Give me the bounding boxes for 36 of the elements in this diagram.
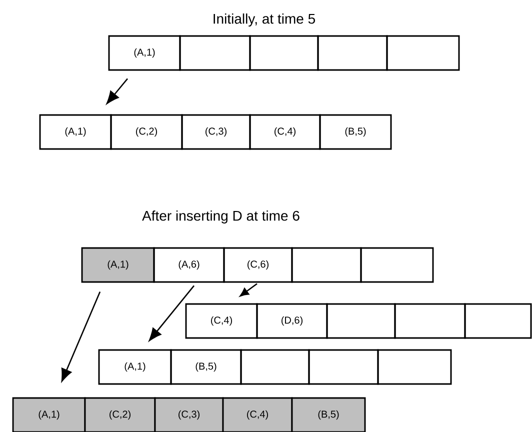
array-cell: (C,4): [185, 303, 258, 339]
array-cell: (B,5): [170, 349, 242, 385]
empty-cell: [360, 247, 434, 283]
empty-cell: [377, 349, 452, 385]
array-cell: (B,5): [291, 397, 366, 432]
empty-cell: [179, 35, 251, 71]
array-cell: (C,6): [223, 247, 293, 283]
arrow: [240, 283, 258, 297]
array-cell: (C,3): [154, 397, 224, 432]
empty-cell: [317, 35, 388, 71]
heading: After inserting D at time 6: [142, 210, 300, 224]
arrow: [148, 285, 195, 341]
array-cell: (C,2): [84, 397, 156, 432]
array-cell: (D,6): [256, 303, 328, 339]
empty-cell: [386, 35, 460, 71]
empty-cell: [394, 303, 466, 339]
array-cell: (C,2): [110, 114, 183, 150]
empty-cell: [291, 247, 362, 283]
empty-cell: [464, 303, 532, 339]
arrow: [106, 78, 128, 104]
array-cell: (A,1): [81, 247, 155, 283]
heading: Initially, at time 5: [214, 13, 315, 27]
array-cell: (A,1): [108, 35, 181, 71]
empty-cell: [308, 349, 379, 385]
array-cell: (A,1): [12, 397, 86, 432]
empty-cell: [326, 303, 396, 339]
array-cell: (A,1): [39, 114, 112, 150]
array-cell: (A,1): [98, 349, 172, 385]
empty-cell: [240, 349, 310, 385]
empty-cell: [249, 35, 319, 71]
array-cell: (C,3): [181, 114, 251, 150]
array-cell: (C,4): [249, 114, 321, 150]
arrow: [61, 291, 101, 382]
array-cell: (B,5): [319, 114, 392, 150]
array-cell: (A,6): [153, 247, 225, 283]
array-cell: (C,4): [222, 397, 293, 432]
